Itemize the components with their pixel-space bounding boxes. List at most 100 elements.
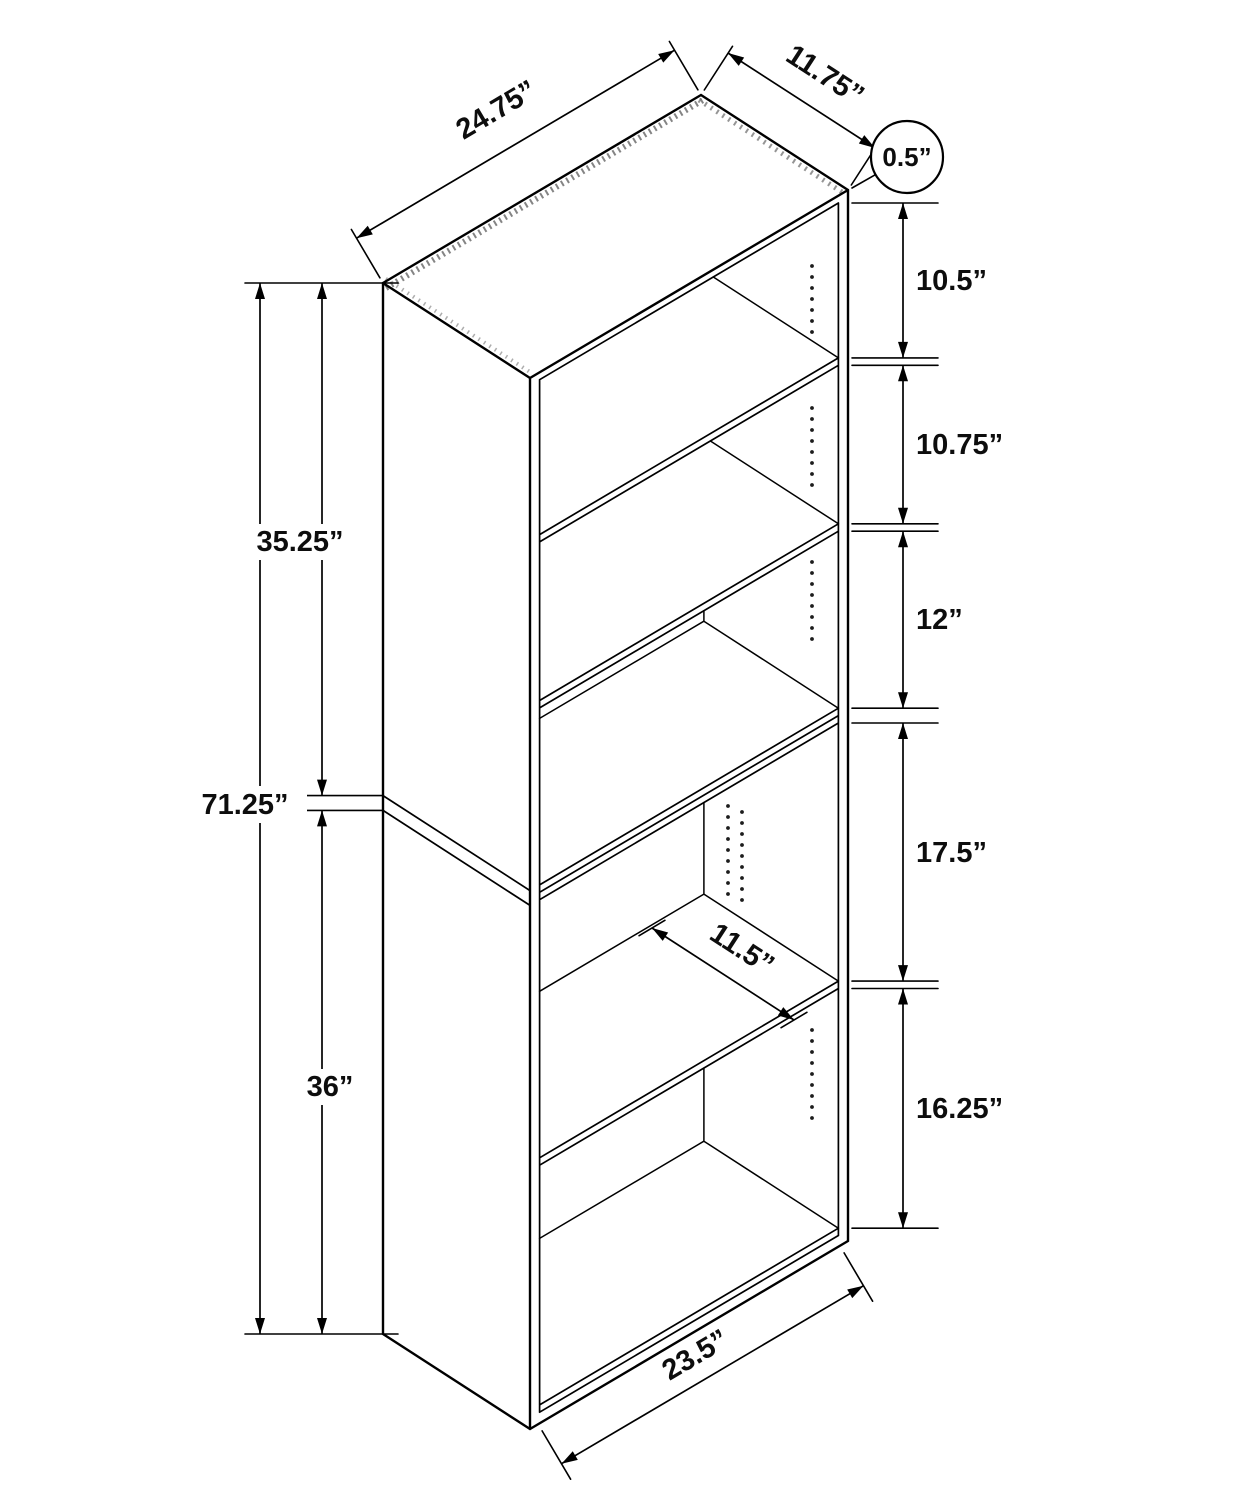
dim-label-top-width: 24.75”: [451, 74, 542, 146]
pin-hole-dot: [810, 604, 814, 608]
dimension-arrowhead: [658, 50, 675, 63]
dim-label-opening-3: 12”: [916, 604, 963, 636]
dimension-arrowhead: [898, 341, 908, 358]
pin-hole-dot: [810, 286, 814, 290]
pin-hole-dot: [810, 1105, 814, 1109]
pin-hole-dot: [740, 876, 744, 880]
pin-hole-dot: [810, 1039, 814, 1043]
pin-hole-dot: [810, 428, 814, 432]
label-backgrounds: [183, 524, 366, 1105]
pin-hole-dot: [810, 615, 814, 619]
pin-hole-dot: [810, 472, 814, 476]
pin-hole-dot: [726, 804, 730, 808]
dimension-arrowhead: [356, 225, 373, 239]
pin-hole-dot: [726, 859, 730, 863]
dimension-arrowhead: [255, 1318, 265, 1334]
dim-label-top-depth: 11.75”: [780, 39, 869, 112]
edge-texture-back-right: [697, 97, 847, 197]
pin-hole-dot: [810, 593, 814, 597]
dimension-arrowhead: [898, 965, 908, 982]
pin-hole-dot: [810, 417, 814, 421]
pin-hole-dot: [726, 837, 730, 841]
pin-hole-dot: [810, 1050, 814, 1054]
dim-label-opening-1: 10.5”: [916, 265, 987, 297]
dimension-arrowhead: [847, 1285, 864, 1299]
dimension-line: [651, 927, 795, 1021]
dim-label-upper-section: 35.25”: [256, 526, 343, 558]
shelf-front-lines: [538, 202, 840, 1414]
dimension-arrowhead: [317, 779, 327, 796]
edge-texture-front-left: [384, 277, 534, 376]
pin-hole-dot: [726, 870, 730, 874]
pin-hole-dot: [726, 892, 730, 896]
side-panel-seam-lines: [382, 794, 531, 907]
dimension-arrowhead: [317, 1318, 327, 1334]
pin-hole-dot: [726, 881, 730, 885]
dimension-arrowhead: [858, 135, 875, 148]
pin-hole-dot: [740, 854, 744, 858]
dimension-arrowhead: [255, 283, 265, 299]
dim-label-opening-5: 16.25”: [916, 1093, 1003, 1125]
dim-label-bottom-width: 23.5”: [657, 1323, 734, 1387]
pin-hole-dot: [740, 865, 744, 869]
pin-hole-dot: [810, 582, 814, 586]
dimension-line: [561, 1284, 864, 1465]
pin-hole-dot: [810, 560, 814, 564]
thickness-callout-circle: [869, 119, 945, 195]
dimension-arrowhead: [317, 810, 327, 827]
dimension-arrowhead: [317, 283, 327, 299]
pin-hole-dot: [810, 319, 814, 323]
dimension-arrowhead: [898, 203, 908, 219]
dimension-arrowhead: [728, 53, 745, 66]
dimension-arrowhead: [898, 692, 908, 709]
dimension-line: [727, 52, 876, 149]
pin-hole-dot: [810, 330, 814, 334]
pin-hole-dot: [810, 1072, 814, 1076]
label-bg-total-height: [183, 786, 307, 823]
pin-hole-dot: [810, 275, 814, 279]
pin-hole-dot: [810, 637, 814, 641]
pin-hole-dot: [740, 810, 744, 814]
dimension-arrowhead: [898, 507, 908, 524]
dimension-arrowhead: [561, 1451, 578, 1464]
pin-hole-dot: [740, 821, 744, 825]
pin-hole-dot: [810, 1028, 814, 1032]
pin-hole-dot: [810, 1094, 814, 1098]
label-bg-lower-section: [294, 1069, 366, 1105]
dim-label-opening-2: 10.75”: [916, 429, 1003, 461]
edge-texture-back-left: [384, 97, 705, 291]
pin-hole-dot: [810, 264, 814, 268]
dimension-arrowhead: [898, 988, 908, 1005]
dimension-line: [356, 49, 675, 239]
dim-label-opening-4: 17.5”: [916, 837, 987, 869]
pin-hole-dot: [726, 815, 730, 819]
extension-lines: [244, 40, 939, 1480]
shelf-pin-holes: [726, 264, 814, 1120]
pin-hole-dot: [810, 1061, 814, 1065]
pin-hole-dot: [810, 1083, 814, 1087]
dim-label-shelf-depth: 11.5”: [704, 917, 780, 982]
dimension-arrowhead: [777, 1007, 794, 1020]
dimension-lines: [255, 49, 908, 1465]
interior-depth-lines: [538, 276, 840, 1240]
pin-hole-dot: [740, 898, 744, 902]
pin-hole-dot: [810, 450, 814, 454]
pin-hole-dot: [740, 843, 744, 847]
pin-hole-dot: [810, 308, 814, 312]
pin-hole-dot: [810, 461, 814, 465]
pin-hole-dot: [740, 832, 744, 836]
pin-hole-dot: [810, 483, 814, 487]
pin-hole-dot: [810, 406, 814, 410]
dimension-arrowhead: [898, 723, 908, 739]
dimension-arrowhead: [898, 365, 908, 382]
dimension-arrowhead: [652, 928, 669, 941]
dimension-arrowhead: [898, 1212, 908, 1229]
dim-label-total-height: 71.25”: [201, 789, 288, 821]
pin-hole-dot: [810, 1116, 814, 1120]
dimension-arrowhead: [898, 531, 908, 548]
pin-hole-dot: [726, 826, 730, 830]
dim-label-panel-thickness: 0.5”: [882, 142, 931, 172]
pin-hole-dot: [810, 571, 814, 575]
